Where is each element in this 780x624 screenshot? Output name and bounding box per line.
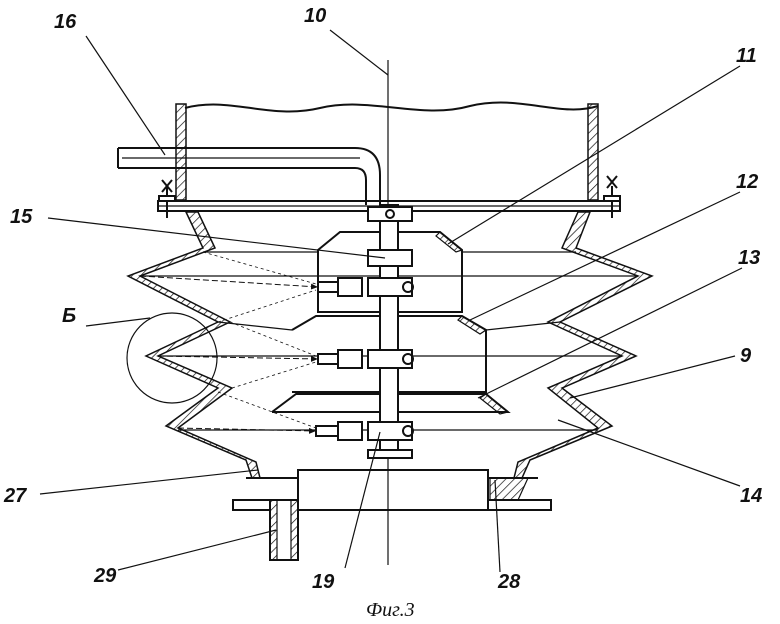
detail-circle-b xyxy=(126,312,218,404)
central-shaft xyxy=(315,60,414,565)
nozzle-upper xyxy=(317,249,414,297)
callout-19: 19 xyxy=(312,571,335,593)
left-bolt xyxy=(158,179,176,218)
callout-10: 10 xyxy=(304,5,326,27)
nozzle-middle xyxy=(317,349,414,369)
callout-12: 12 xyxy=(736,171,758,193)
spray-jets xyxy=(139,251,319,434)
callout-27: 27 xyxy=(3,485,27,507)
callout-b: Б xyxy=(62,305,76,327)
callout-13: 13 xyxy=(738,247,760,269)
callout-29: 29 xyxy=(93,565,117,587)
base xyxy=(232,469,552,561)
callout-9: 9 xyxy=(740,345,752,367)
callout-11: 11 xyxy=(736,45,757,67)
figure-caption: Фиг.3 xyxy=(366,599,415,621)
pipe-16 xyxy=(117,147,381,205)
upper-housing xyxy=(175,101,599,201)
callouts: 16 10 11 12 15 13 Б 9 27 14 29 19 28 xyxy=(3,5,762,593)
callout-15: 15 xyxy=(10,206,33,228)
right-bolt xyxy=(603,175,621,218)
nozzle-lower xyxy=(315,421,414,441)
callout-28: 28 xyxy=(497,571,521,593)
callout-14: 14 xyxy=(740,485,762,507)
leader-lines xyxy=(39,29,743,573)
callout-16: 16 xyxy=(54,11,77,33)
